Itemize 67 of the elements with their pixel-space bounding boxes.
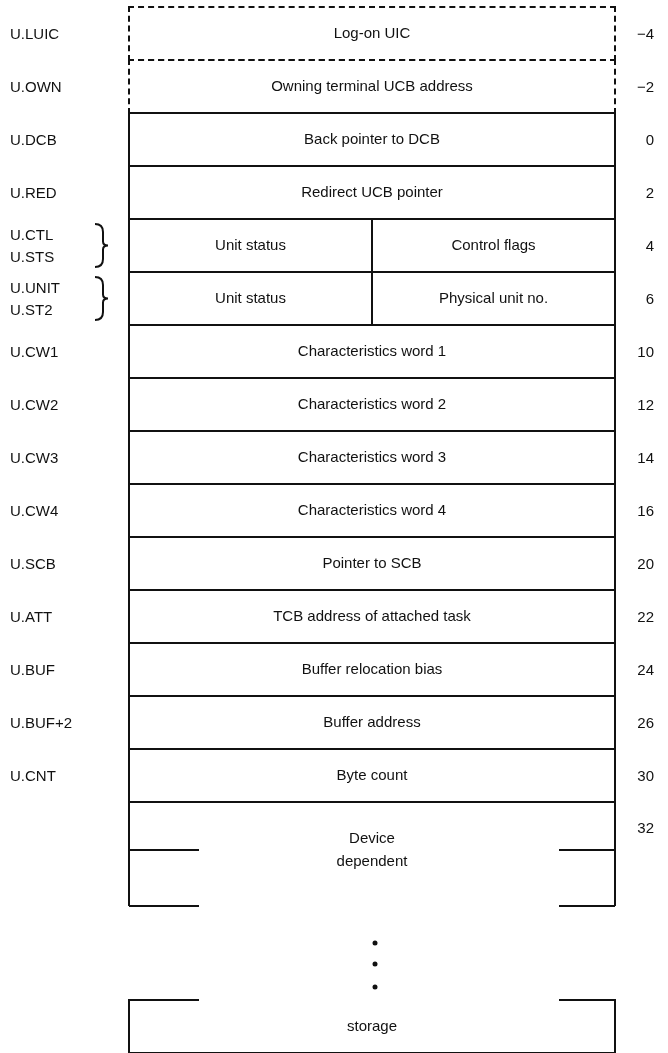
field-name: U.SCB [10, 554, 56, 573]
field-text: Owning terminal UCB address [271, 76, 473, 97]
field-name: U.RED [10, 183, 57, 202]
memory-field [128, 801, 616, 907]
field-text: Unit status [215, 288, 286, 309]
field-name: U.BUF [10, 660, 55, 679]
memory-field [128, 112, 616, 167]
field-text: Device dependent [335, 828, 409, 871]
memory-field [128, 377, 616, 432]
field-name: U.CW4 [10, 501, 59, 520]
memory-field [128, 536, 616, 591]
field-name: U.LUIC [10, 24, 60, 43]
field-text: Characteristics word 3 [297, 447, 447, 468]
byte-offset: −2 [636, 77, 654, 96]
memory-field [128, 59, 616, 114]
byte-offset: 4 [645, 236, 654, 255]
field-name: U.CNT [10, 766, 56, 785]
memory-field [128, 430, 616, 485]
byte-offset: 30 [637, 766, 654, 785]
field-text: Pointer to SCB [322, 553, 422, 574]
field-name: U.OWN [10, 77, 62, 96]
field-name: U.CTL [10, 225, 54, 244]
field-text: Byte count [336, 765, 408, 786]
field-text: Characteristics word 4 [297, 500, 447, 521]
memory-field [128, 642, 616, 697]
field-text: Buffer address [323, 712, 421, 733]
memory-field [128, 589, 616, 644]
memory-field [128, 165, 616, 220]
field-name: U.CW1 [10, 342, 59, 361]
field-text: Log-on UIC [333, 23, 411, 44]
byte-offset: −4 [636, 24, 654, 43]
byte-offset: 14 [637, 448, 654, 467]
byte-offset: 32 [637, 819, 654, 837]
field-name: U.DCB [10, 130, 57, 149]
memory-field [128, 324, 616, 379]
field-text: Characteristics word 2 [297, 394, 447, 415]
field-name: U.CW3 [10, 448, 59, 467]
memory-field [128, 6, 616, 61]
field-text: Unit status [215, 235, 286, 256]
byte-offset: 10 [637, 342, 654, 361]
field-text: Back pointer to DCB [304, 129, 440, 150]
byte-offset: 12 [637, 395, 654, 414]
field-text: Control flags [451, 235, 536, 256]
byte-offset: 24 [637, 660, 654, 679]
field-name: U.UNIT [10, 278, 60, 297]
field-text: Buffer relocation bias [301, 659, 443, 680]
field-name: U.BUF+2 [10, 713, 73, 732]
byte-offset: 22 [637, 607, 654, 626]
field-text: Redirect UCB pointer [301, 182, 443, 203]
field-name: U.ST2 [10, 300, 53, 319]
memory-field [128, 695, 616, 750]
field-name: U.STS [10, 247, 55, 266]
field-text: Characteristics word 1 [297, 341, 447, 362]
field-name: U.ATT [10, 607, 53, 626]
byte-offset: 6 [645, 289, 654, 308]
byte-offset: 16 [637, 501, 654, 520]
field-text: storage [346, 1016, 397, 1037]
field-text: TCB address of attached task [273, 606, 471, 627]
memory-field [128, 999, 616, 1053]
memory-field [128, 483, 616, 538]
field-name: U.CW2 [10, 395, 59, 414]
byte-offset: 20 [637, 554, 654, 573]
byte-offset: 26 [637, 713, 654, 732]
byte-offset: 0 [645, 130, 654, 149]
field-text: Physical unit no. [438, 288, 549, 309]
memory-field [128, 748, 616, 803]
byte-offset: 2 [645, 183, 654, 202]
